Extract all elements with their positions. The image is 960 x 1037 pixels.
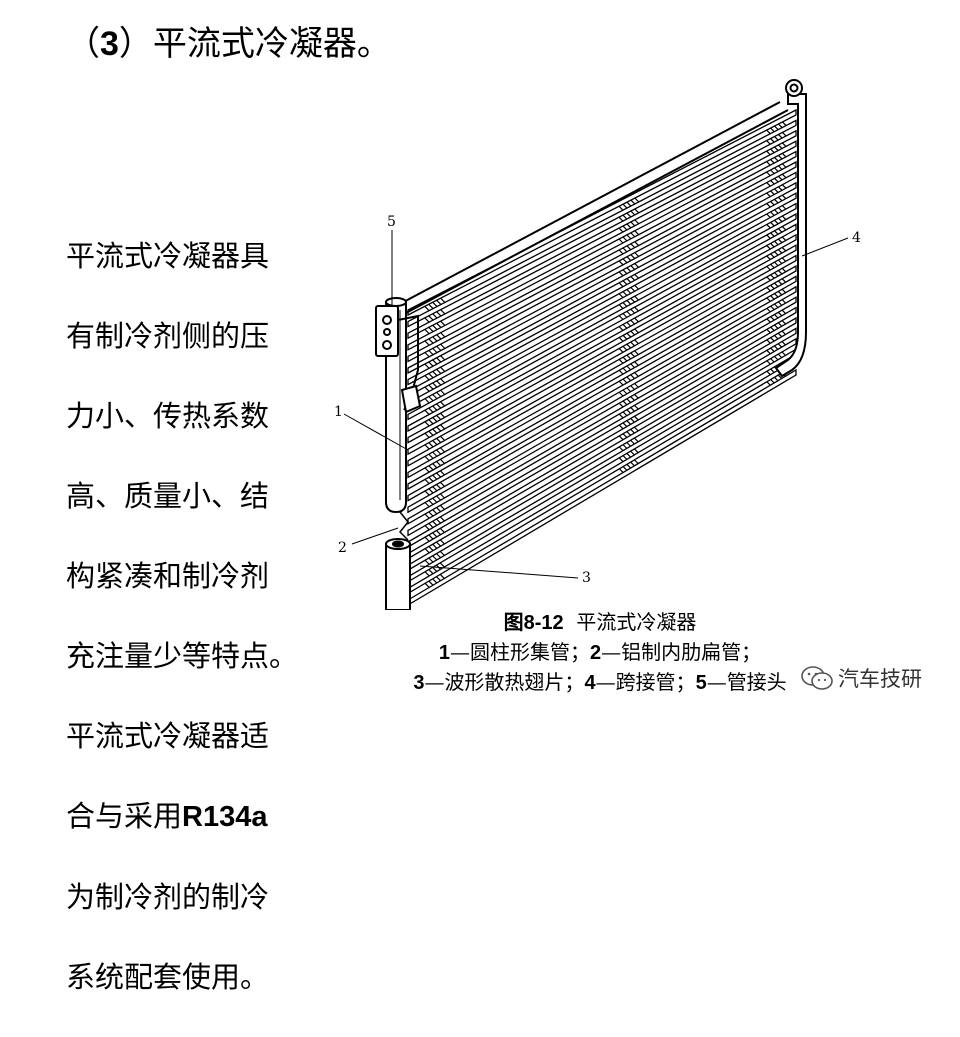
flat-tube xyxy=(407,254,797,479)
title-paren-open: （ xyxy=(66,24,100,64)
flat-tube xyxy=(407,160,797,375)
flat-tube xyxy=(407,129,797,340)
right-header-pipe xyxy=(774,79,807,378)
label-1: 1 xyxy=(334,404,343,420)
refrigerant-name: R134a xyxy=(182,801,268,833)
flat-tubes xyxy=(407,108,797,607)
pipe-connector xyxy=(375,305,422,414)
slide-title: （3）平流式冷凝器。 xyxy=(66,22,391,66)
flat-tube xyxy=(407,244,797,467)
title-number: 3 xyxy=(100,25,119,63)
label-3: 3 xyxy=(582,570,591,586)
caption-title: 图8-12 平流式冷凝器 xyxy=(503,610,697,634)
header-joint xyxy=(398,511,409,541)
flat-tube xyxy=(407,233,797,456)
flat-tube xyxy=(407,212,797,433)
description-line: 有制冷剂侧的压 xyxy=(66,319,270,353)
flat-tube xyxy=(407,202,797,421)
caption-legend-row-1: 1—圆柱形集管；2—铝制内肋扁管； xyxy=(438,640,762,664)
description-line: 构紧凑和制冷剂 xyxy=(66,559,270,593)
description-line: 高、质量小、结 xyxy=(66,479,270,513)
crossover-pipe xyxy=(395,101,789,315)
title-text: ）平流式冷凝器。 xyxy=(118,24,391,64)
description-line: 平流式冷凝器适 xyxy=(66,719,270,753)
label-5: 5 xyxy=(387,214,396,230)
label-4: 4 xyxy=(852,230,861,246)
flat-tube xyxy=(407,264,797,491)
flat-tube xyxy=(407,306,797,537)
flat-tube xyxy=(407,140,797,351)
flat-tube xyxy=(407,108,797,317)
description-line: 充注量少等特点。 xyxy=(66,639,299,673)
flat-tube xyxy=(407,150,797,363)
watermark: 汽车技研 xyxy=(800,664,922,692)
description-line: 力小、传热系数 xyxy=(66,399,270,433)
flat-tube xyxy=(407,275,797,502)
figure-caption: 图8-12 平流式冷凝器 1—圆柱形集管；2—铝制内肋扁管； 3—波形散热翅片；… xyxy=(380,608,820,698)
caption-legend-row-2: 3—波形散热翅片；4—跨接管；5—管接头 xyxy=(413,670,787,694)
wechat-icon xyxy=(801,666,833,690)
lower-cylindrical-header xyxy=(385,538,411,610)
description-line: 合与采用R134a xyxy=(66,799,268,833)
label-2: 2 xyxy=(338,540,347,556)
description-line: 为制冷剂的制冷 xyxy=(66,880,270,914)
description-line: 平流式冷凝器具 xyxy=(66,239,270,273)
flat-tube xyxy=(407,171,797,386)
flat-tube xyxy=(407,223,797,444)
flat-tube xyxy=(407,285,797,514)
description-line: 系统配套使用。 xyxy=(66,960,270,994)
watermark-text: 汽车技研 xyxy=(838,667,922,691)
description-text: 平流式冷凝器具 有制冷剂侧的压 力小、传热系数 高、质量小、结 构紧凑和制冷剂 … xyxy=(66,196,316,1037)
leader-lines xyxy=(343,230,849,579)
condenser-diagram: 5 1 2 3 4 xyxy=(334,79,861,610)
flat-tube xyxy=(407,119,797,328)
